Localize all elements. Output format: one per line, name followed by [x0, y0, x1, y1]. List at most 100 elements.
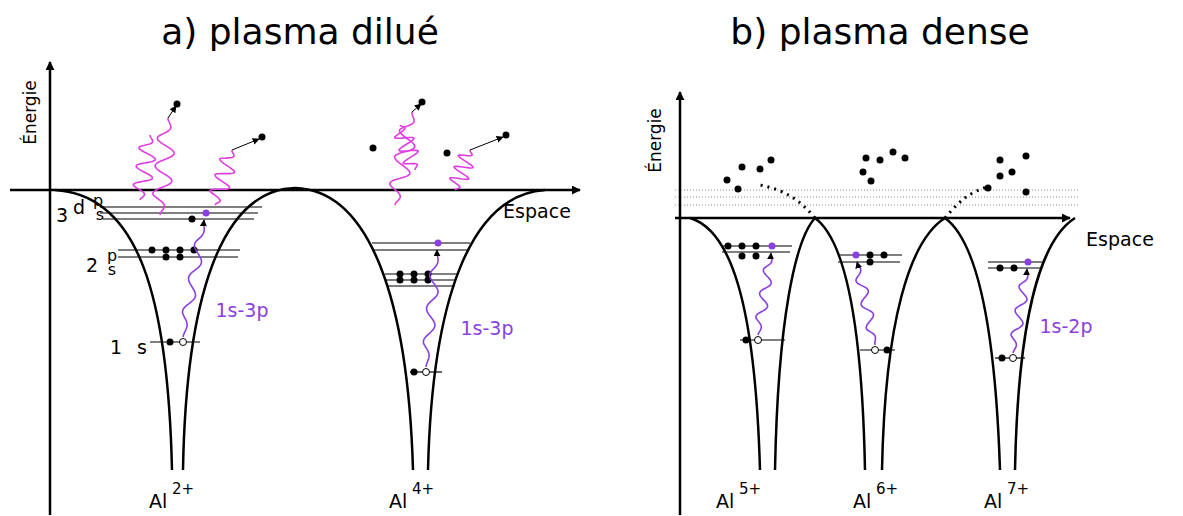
- absorption-arrows: [856, 262, 876, 345]
- free-electrons: [868, 178, 875, 185]
- holes: [755, 337, 762, 344]
- free-electrons: [985, 185, 992, 192]
- axes: [49, 62, 52, 515]
- free-electrons: [890, 149, 897, 156]
- ion-charge: 4+: [412, 482, 434, 497]
- photon-waves: [395, 125, 419, 170]
- excited-electrons: [435, 240, 442, 247]
- ion-label: Al: [389, 492, 407, 511]
- bound-electrons: [397, 271, 404, 278]
- photon-waves: [133, 112, 473, 215]
- bound-electrons: [739, 253, 746, 260]
- ion-charge: 7+: [1007, 482, 1029, 497]
- transition-label: 1s-3p: [216, 301, 269, 320]
- free-electrons: [174, 99, 1030, 196]
- lowered-barrier: [760, 185, 990, 218]
- energy-levels: [372, 243, 470, 250]
- lowered-barrier: [760, 185, 815, 218]
- free-electrons: [1009, 169, 1016, 176]
- free-electrons: [863, 155, 870, 162]
- ion-label: Al: [853, 492, 871, 511]
- absorption-arrows: [1011, 269, 1028, 353]
- panel-title: b) plasma dense: [730, 14, 1029, 50]
- bound-electrons: [167, 339, 174, 346]
- bound-electrons: [753, 243, 760, 250]
- free-electrons: [259, 134, 266, 141]
- bound-electrons: [743, 337, 750, 344]
- level-label: s: [137, 338, 147, 357]
- free-electrons: [370, 145, 377, 152]
- level-label: d: [73, 198, 85, 217]
- ion-charge: 2+: [172, 482, 194, 497]
- energy-levels: [150, 341, 200, 342]
- ion-label: Al: [716, 492, 734, 511]
- bound-electrons: [177, 254, 184, 261]
- absorption-arrows: [756, 253, 772, 335]
- continuum-lines: [675, 190, 1080, 205]
- free-electrons: [419, 99, 426, 106]
- level-label: s: [96, 207, 104, 223]
- bound-electrons: [997, 265, 1004, 272]
- bound-electrons: [884, 347, 891, 354]
- holes: [180, 339, 187, 346]
- potential-wells: [55, 188, 1075, 470]
- free-electrons: [757, 166, 764, 173]
- potential-wells: [55, 190, 172, 470]
- excited-electrons: [769, 243, 776, 250]
- continuum-lines: [675, 197, 1080, 198]
- bound-electrons: [867, 252, 874, 259]
- transition-label: 1s-2p: [1040, 317, 1093, 336]
- level-label: s: [108, 262, 116, 278]
- ejection-arrows: [470, 137, 503, 150]
- bound-electrons: [411, 277, 418, 284]
- bound-electrons: [881, 252, 888, 259]
- bound-electrons: [867, 259, 874, 266]
- axes: [10, 62, 1070, 515]
- axes: [675, 217, 1070, 220]
- bound-electrons: [753, 253, 760, 260]
- free-electrons: [997, 173, 1004, 180]
- excited-electrons: [1025, 259, 1032, 266]
- bound-electrons: [411, 271, 418, 278]
- energy-levels: [100, 207, 262, 219]
- bound-electrons: [177, 247, 184, 254]
- potential-wells: [882, 218, 945, 470]
- photon-waves: [133, 135, 155, 200]
- ejection-arrows: [232, 139, 259, 150]
- axis-label: Espace: [503, 202, 571, 221]
- bound-electrons: [725, 243, 732, 250]
- axis-label: Espace: [1086, 230, 1154, 249]
- level-label: 3: [56, 206, 68, 225]
- free-electrons: [724, 177, 731, 184]
- axes: [679, 92, 682, 515]
- free-electrons: [877, 157, 884, 164]
- ion-label: Al: [984, 492, 1002, 511]
- photon-waves: [153, 118, 174, 215]
- ejection-arrows: [168, 106, 176, 118]
- absorption-arrows: [183, 220, 1028, 367]
- free-electrons: [1023, 153, 1030, 160]
- bound-electrons: [163, 247, 170, 254]
- excited-electrons: [853, 252, 860, 259]
- level-label: 2: [86, 256, 98, 275]
- bound-electrons: [999, 355, 1006, 362]
- ion-charge: 6+: [876, 482, 898, 497]
- bound-electrons: [739, 243, 746, 250]
- level-label: 1: [110, 338, 122, 357]
- free-electrons: [902, 155, 909, 162]
- potential-wells: [1015, 218, 1075, 470]
- holes: [180, 337, 1017, 376]
- bound-electrons: [163, 254, 170, 261]
- potential-wells: [690, 218, 760, 470]
- free-electrons: [768, 157, 775, 164]
- free-electrons: [444, 150, 451, 157]
- excited-electrons: [203, 210, 1032, 266]
- potential-wells: [428, 190, 545, 470]
- bound-electrons: [397, 277, 404, 284]
- transition-label: 1s-3p: [461, 319, 514, 338]
- free-electrons: [1023, 189, 1030, 196]
- free-electrons: [739, 164, 746, 171]
- holes: [872, 347, 879, 354]
- photon-waves: [210, 150, 234, 205]
